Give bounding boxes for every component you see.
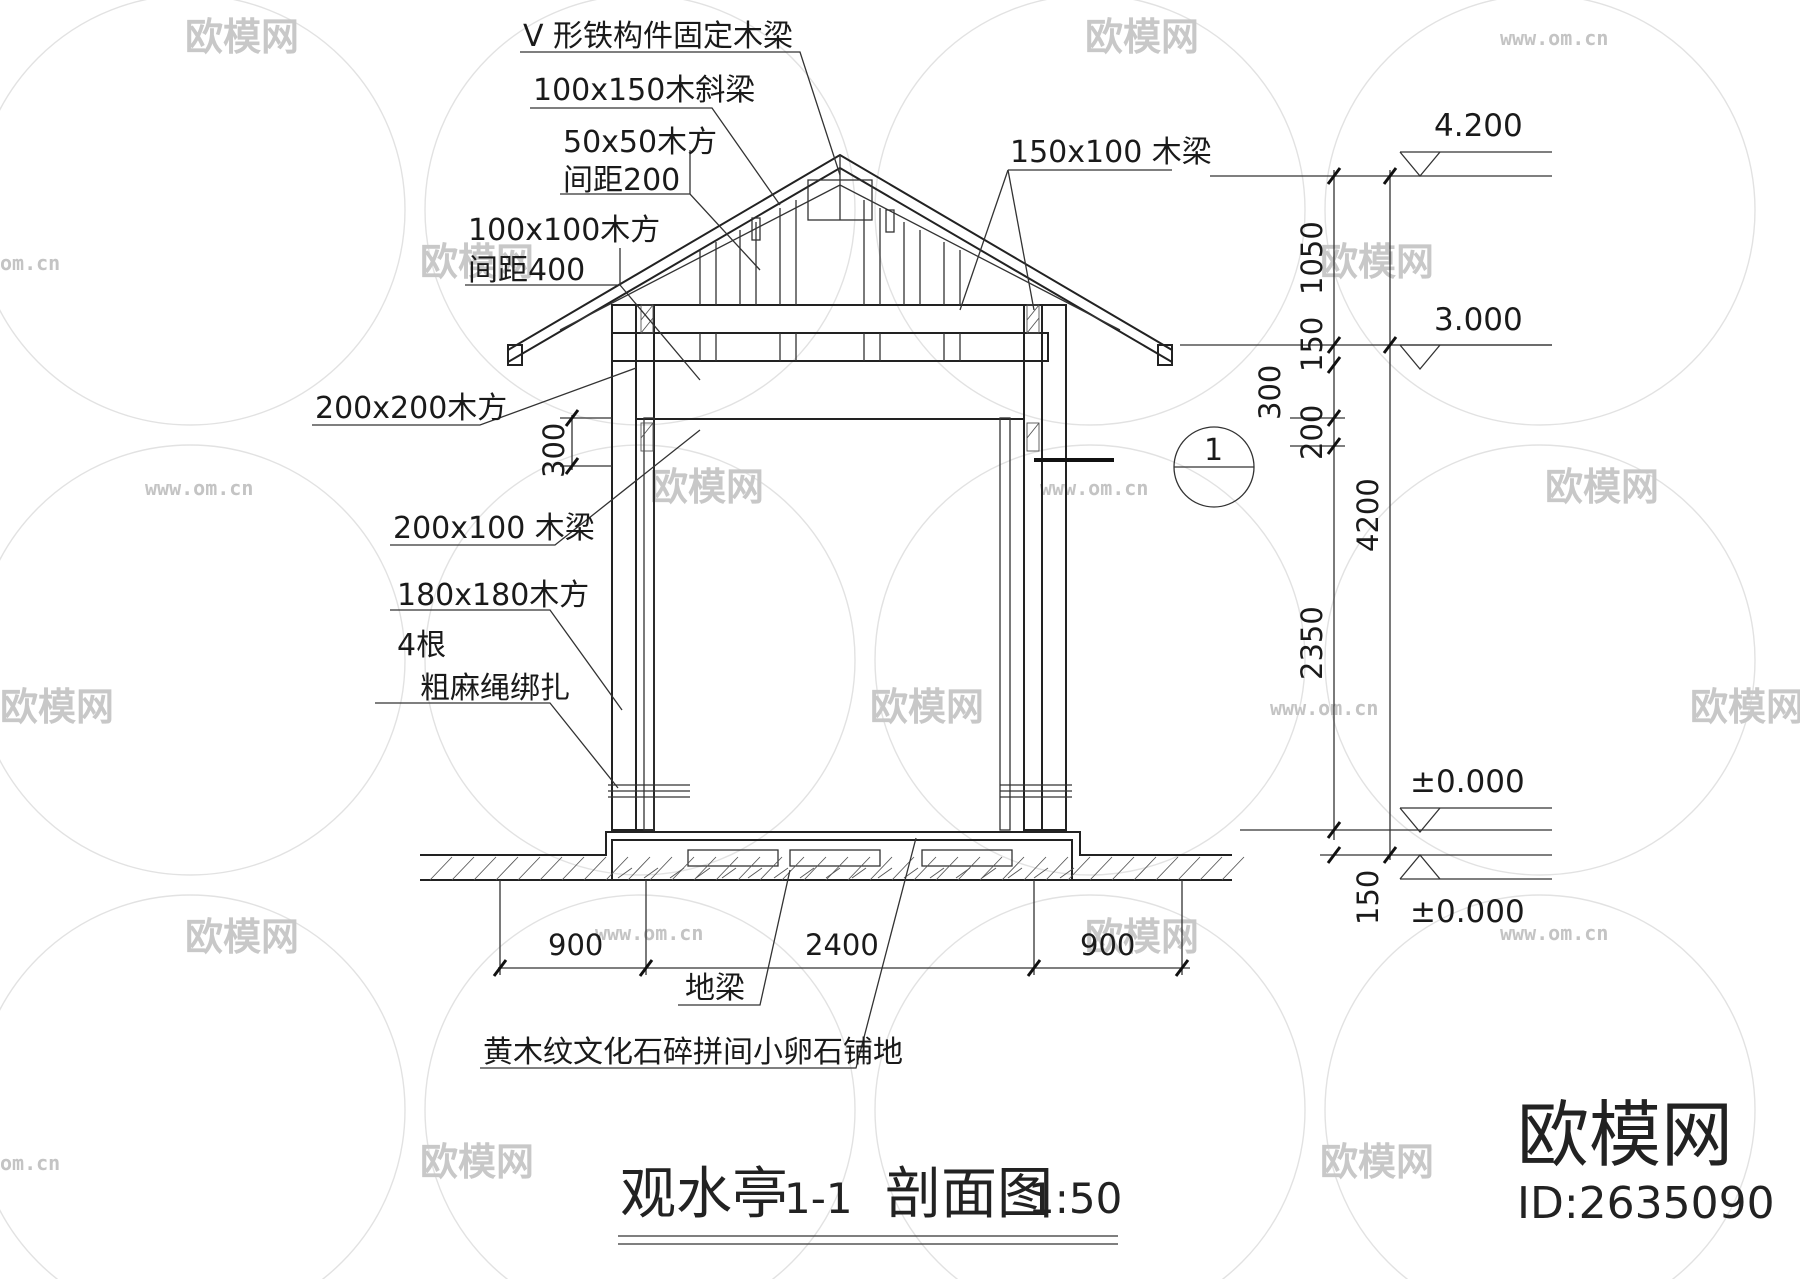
label-v-bracket: V 形铁构件固定木梁 [523,19,793,54]
watermark-text: 欧模网 [420,1140,534,1184]
watermark-text: 欧模网 [1545,465,1659,509]
section-marker: 1 [1173,426,1255,508]
title-kind: 剖面图 [885,1162,1053,1227]
dim-150: 150 [1295,317,1329,372]
label-square-200: 200x200木方 [315,391,507,426]
label-post: 180x180木方 [397,578,589,613]
label-post-count: 4根 [397,628,446,663]
title-name: 观水亭 [620,1162,788,1227]
watermark-text: 欧模网 [420,240,534,284]
watermark-text: 欧模网 [185,915,299,959]
watermark-text: 欧模网 [0,685,114,729]
label-ground-beam: 地梁 [685,971,745,1006]
watermark-text: 欧模网 [1690,685,1800,729]
label-paving: 黄木纹文化石碎拼间小卵石铺地 [483,1035,903,1070]
watermark-text: 欧模网 [1320,240,1434,284]
callouts: V 形铁构件固定木梁 100x150木斜梁 50x50木方 间距200 100x… [312,19,1212,1070]
watermark-text: 欧模网 [185,15,299,59]
watermark-text: 欧模网 [870,685,984,729]
elevation-0-top: ±0.000 [1410,764,1525,800]
label-rafter-beam: 100x150木斜梁 [533,73,755,108]
watermark-text: 欧模网 [1320,1140,1434,1184]
section-marker-number: 1 [1204,433,1223,468]
watermark-url: om.cn [0,251,60,275]
elevation-marks: 4.200 3.000 ±0.000 ±0.000 [1399,108,1552,930]
drawing-title: 观水亭 1-1 剖面图 1:50 [618,1162,1122,1245]
watermark-text: 欧模网 [1085,915,1199,959]
dim-2350: 2350 [1295,606,1329,680]
watermark-url: www.om.cn [145,476,253,500]
dim-right-900: 900 [1080,928,1135,962]
dim-center-2400: 2400 [805,928,879,962]
pavilion-structure [420,153,1245,881]
watermark-url: www.om.cn [1040,476,1148,500]
dim-1050: 1050 [1295,221,1329,295]
elevation-4200: 4.200 [1434,108,1523,144]
label-square-spacing: 间距400 [468,253,585,288]
watermark-text: 欧模网 [650,465,764,509]
elevation-3000: 3.000 [1434,302,1523,338]
label-square-timber: 100x100木方 [468,213,660,248]
label-beam-200x100: 200x100 木梁 [393,511,595,546]
brand-id: ID:2635090 [1517,1178,1775,1229]
label-top-beam: 150x100 木梁 [1010,135,1212,170]
watermark-url: www.om.cn [1500,26,1608,50]
label-purlin: 50x50木方 [563,125,717,160]
watermark-url: om.cn [0,1151,60,1175]
dim-200: 200 [1295,405,1329,460]
dim-total-4200: 4200 [1351,478,1385,552]
dim-left-300: 300 [537,423,571,478]
title-section: 1-1 [784,1174,853,1223]
brand-name: 欧模网 [1517,1093,1733,1177]
watermark-url: www.om.cn [595,921,703,945]
dim-left-900: 900 [548,928,603,962]
watermark-url: www.om.cn [1270,696,1378,720]
brand-block: 欧模网 ID:2635090 [1517,1093,1775,1229]
elevation-0-bottom: ±0.000 [1410,894,1525,930]
dim-base-150: 150 [1351,870,1385,925]
label-rope: 粗麻绳绑扎 [420,671,570,706]
title-scale: 1:50 [1028,1174,1122,1223]
dim-300: 300 [1253,365,1287,420]
label-purlin-spacing: 间距200 [563,163,680,198]
watermark-url: www.om.cn [1500,921,1608,945]
watermark-text: 欧模网 [1085,15,1199,59]
dimension-lines: 900 2400 900 1050 150 300 200 2350 4200 [492,167,1552,977]
